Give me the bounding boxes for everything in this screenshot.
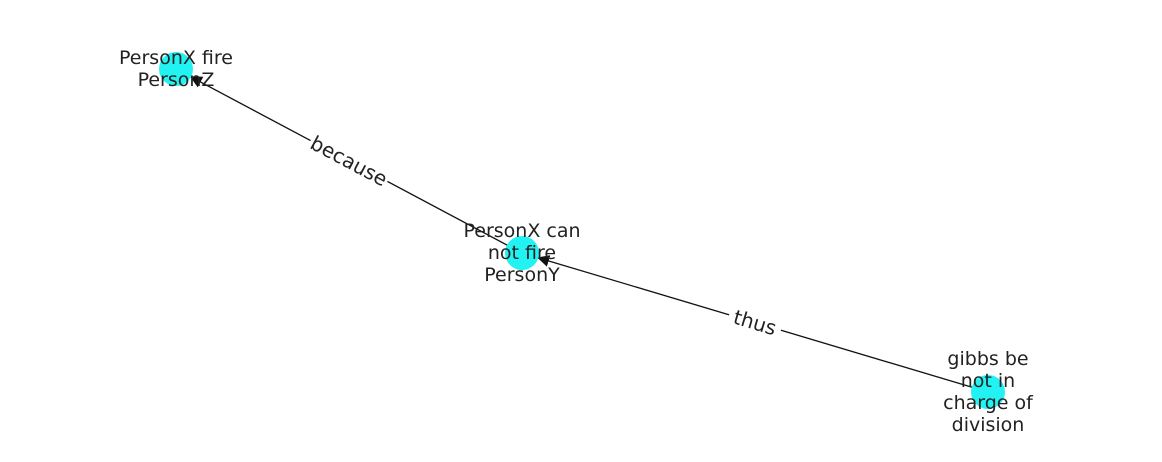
edge-label-thus: thus <box>731 305 780 340</box>
node-label-line: PersonY <box>484 264 560 286</box>
edge-label-background <box>725 302 785 343</box>
node-n1 <box>159 52 193 86</box>
node-label-line: PersonX fire <box>119 47 233 69</box>
edge-label-because: because <box>306 131 391 191</box>
edge-label-background <box>304 129 394 193</box>
node-n2 <box>505 236 539 270</box>
node-label-line: not fire <box>488 242 556 264</box>
node-label-line: PersonZ <box>138 69 215 91</box>
node-n3 <box>971 375 1005 409</box>
node-label-line: charge of <box>943 392 1034 414</box>
node-label-line: gibbs be <box>947 348 1028 370</box>
node-label-line: not in <box>961 370 1015 392</box>
node-label-line: PersonX can <box>463 220 580 242</box>
node-label-line: division <box>952 414 1025 436</box>
